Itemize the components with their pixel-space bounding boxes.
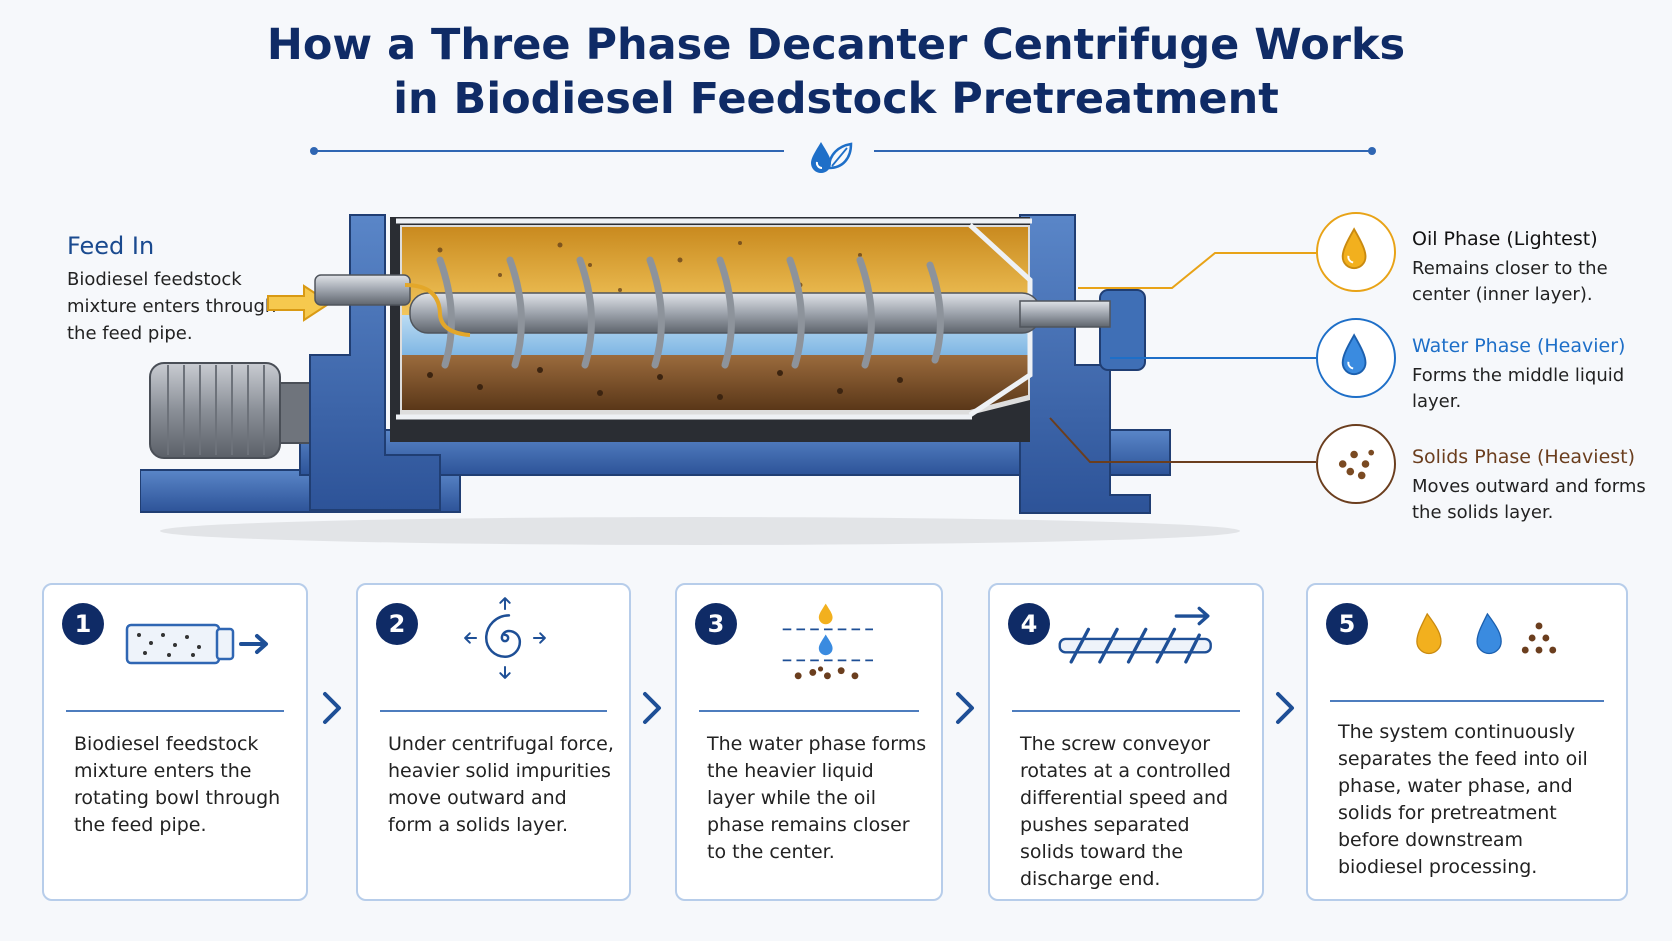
chevron-right-icon [643, 692, 661, 724]
water-phase-title: Water Phase (Heavier) [1412, 335, 1626, 357]
feed-in-title: Feed In [67, 232, 155, 260]
title-divider-right [874, 147, 1376, 155]
step-text-2: Under centrifugal force, heavier solid i… [388, 733, 614, 836]
screw-conveyor-icon [1058, 606, 1212, 664]
water-phase-text: Forms the middle liquid layer. [1412, 365, 1625, 412]
chevron-right-icon [956, 692, 974, 724]
step-number-3: 3 [695, 603, 737, 645]
chevron-right-icon [1276, 692, 1294, 724]
step-text-1: Biodiesel feedstock mixture enters the r… [74, 733, 281, 836]
title-divider-left [310, 147, 784, 155]
oil-phase-title: Oil Phase (Lightest) [1412, 228, 1598, 250]
step-number-5: 5 [1326, 603, 1368, 645]
chevron-right-icon [323, 692, 341, 724]
water-drop-leaf-icon [811, 142, 853, 173]
step-card-2: 2 Under centrifugal force, heavier solid… [356, 583, 631, 901]
feed-pipe-icon [125, 623, 268, 665]
page-title: How a Three Phase Decanter Centrifuge Wo… [0, 18, 1672, 126]
feed-in-text: Biodiesel feedstock mixture enters throu… [67, 269, 277, 344]
oil-phase-icon [1316, 212, 1396, 292]
step-text-4: The screw conveyor rotates at a controll… [1020, 733, 1231, 890]
step-text-5: The system continuously separates the fe… [1338, 721, 1588, 878]
centrifugal-spiral-icon [464, 597, 546, 679]
solids-phase-text: Moves outward and forms the solids layer… [1412, 476, 1646, 523]
three-phases-icon [1416, 612, 1557, 655]
oil-phase-text: Remains closer to the center (inner laye… [1412, 258, 1608, 305]
step-card-3: 3 The water phase forms the heavier liqu… [675, 583, 943, 901]
decanter-centrifuge-illustration [140, 214, 1240, 545]
solids-phase-title: Solids Phase (Heaviest) [1412, 446, 1636, 468]
water-phase-icon [1316, 318, 1396, 398]
title-line-1: How a Three Phase Decanter Centrifuge Wo… [266, 20, 1406, 70]
step-number-4: 4 [1008, 603, 1050, 645]
step-card-5: 5 The system continuously separates the … [1306, 583, 1628, 901]
title-line-2: in Biodiesel Feedstock Pretreatment [393, 74, 1279, 124]
step-number-2: 2 [376, 603, 418, 645]
step-card-1: 1 Biodiesel feedstock mixture enters the… [42, 583, 308, 901]
step-text-3: The water phase forms the heavier liquid… [707, 733, 927, 863]
layer-separation-icon [782, 603, 873, 680]
solids-phase-icon [1316, 424, 1396, 504]
step-card-4: 4 The screw conveyor rotates at a contro… [988, 583, 1264, 901]
step-number-1: 1 [62, 603, 104, 645]
